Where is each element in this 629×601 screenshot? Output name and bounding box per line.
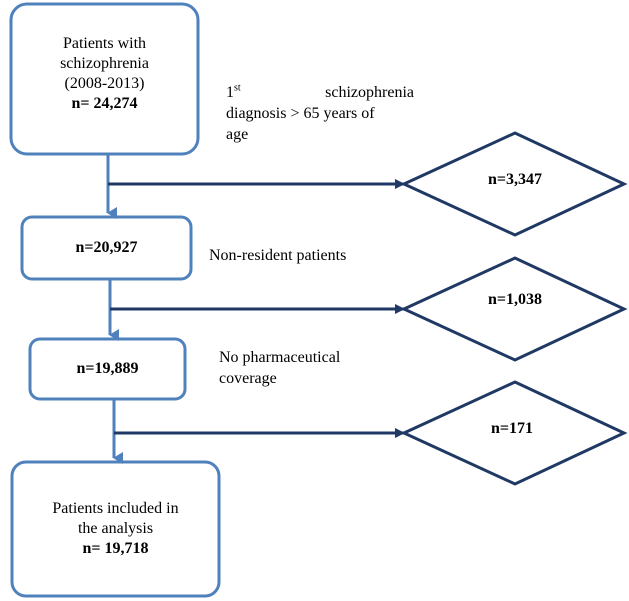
step1-box xyxy=(20,215,193,281)
step2-box xyxy=(28,337,187,401)
start-box-line3: (2008-2013) xyxy=(64,75,145,92)
start-box xyxy=(9,2,200,156)
step1-box-count: n=20,927 xyxy=(75,239,138,256)
exclusion-note-1-prefix: 1 xyxy=(226,84,234,101)
step2-box-count: n=19,889 xyxy=(76,360,139,377)
exclusion-note-1-line2: diagnosis > 65 years of xyxy=(226,105,375,122)
exclusion-note-2: Non-resident patients xyxy=(209,247,347,264)
exclusion-note-3-line1: No pharmaceutical xyxy=(219,349,341,366)
exclusion-note-3: No pharmaceutical coverage xyxy=(219,347,399,389)
final-box-line1: Patients included in xyxy=(52,500,179,517)
final-box-count: n= 19,718 xyxy=(82,540,149,557)
exclusion-note-1-sup: st xyxy=(234,82,241,94)
exclusion-note-1-line1: 1st schizophrenia xyxy=(226,82,414,103)
exclusion-count-2: n=1,038 xyxy=(487,291,542,308)
exclusion-note-3-line2: coverage xyxy=(219,370,277,387)
exclusion-diamond-3 xyxy=(400,380,628,486)
exclusion-note-1-ordinal: 1st xyxy=(226,82,241,103)
final-box-line2: the analysis xyxy=(77,520,154,537)
exclusion-note-1: 1st schizophrenia diagnosis > 65 years o… xyxy=(226,82,414,145)
exclusion-diamond-2 xyxy=(400,256,628,362)
exclusion-note-1-word: schizophrenia xyxy=(325,84,414,101)
exclusion-diamond-1 xyxy=(400,131,628,237)
start-box-line1: Patients with xyxy=(62,35,147,52)
exclusion-count-3: n=171 xyxy=(490,420,533,437)
exclusion-note-1-line3: age xyxy=(226,126,249,143)
start-box-count: n= 24,274 xyxy=(71,95,138,112)
start-box-text: Patients with schizophrenia (2008-2013) … xyxy=(11,34,198,114)
start-box-line2: schizophrenia xyxy=(60,55,149,72)
final-box-text: Patients included in the analysis n= 19,… xyxy=(12,499,219,559)
exclusion-count-1: n=3,347 xyxy=(487,171,542,188)
